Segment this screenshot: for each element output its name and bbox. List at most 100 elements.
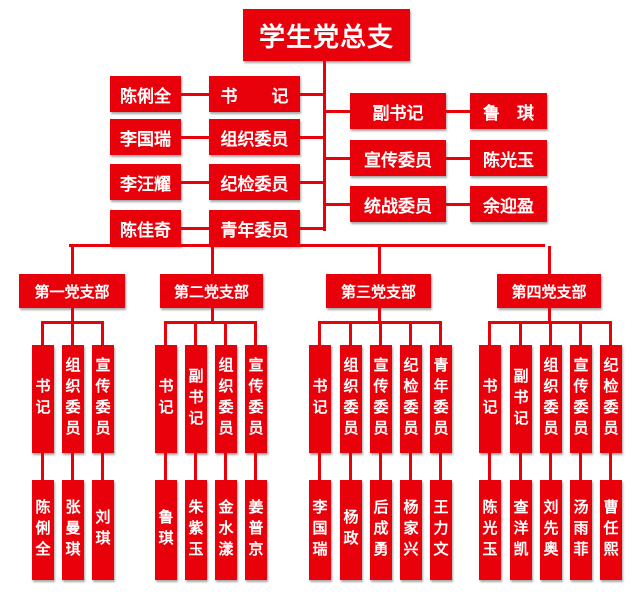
role-drop <box>71 321 74 345</box>
branch-stem <box>548 308 551 323</box>
person-box: 刘先奥 <box>540 480 562 580</box>
left-role-box: 纪检委员 <box>209 164 300 200</box>
role-box: 组织委员 <box>62 345 84 453</box>
role-drop <box>224 321 227 345</box>
left-row-link <box>181 93 209 96</box>
role-box: 宣传委员 <box>245 345 267 453</box>
person-box: 朱紫玉 <box>185 480 207 580</box>
person-box: 曹任熙 <box>600 480 622 580</box>
person-box: 汤雨菲 <box>570 480 592 580</box>
left-row-link <box>181 181 209 184</box>
person-link <box>318 453 321 480</box>
person-link <box>439 453 442 480</box>
branch-drop <box>71 246 74 274</box>
right-row-link <box>446 110 470 113</box>
person-link <box>254 453 257 480</box>
branch-drop <box>548 246 551 274</box>
branch-stem <box>377 308 381 323</box>
role-box: 宣传委员 <box>570 345 592 453</box>
person-link <box>488 453 491 480</box>
left-row-link <box>181 136 209 139</box>
trunk-line <box>323 61 326 231</box>
right-row-link <box>326 203 350 206</box>
branch-bar <box>69 244 545 247</box>
role-box: 纪检委员 <box>600 345 622 453</box>
person-link <box>71 453 74 480</box>
right-name-box: 余迎盈 <box>470 186 547 222</box>
role-drop <box>379 321 382 345</box>
person-link <box>579 453 582 480</box>
role-box: 组织委员 <box>340 345 362 453</box>
person-link <box>41 453 44 480</box>
left-row-link <box>300 93 324 96</box>
left-row-link <box>300 227 324 230</box>
left-name-box: 陈俐全 <box>110 76 181 112</box>
role-box: 书记 <box>32 345 54 453</box>
right-row-link <box>446 203 470 206</box>
left-name-box: 陈佳奇 <box>110 210 181 246</box>
person-box: 王力文 <box>430 480 452 580</box>
role-drop <box>519 321 522 345</box>
person-box: 张曼琪 <box>62 480 84 580</box>
role-box: 组织委员 <box>215 345 237 453</box>
person-box: 查洋凯 <box>510 480 532 580</box>
role-drop <box>101 321 104 345</box>
branch-sub-bar <box>164 321 257 324</box>
role-drop <box>609 321 612 345</box>
role-box: 副书记 <box>510 345 532 453</box>
role-drop <box>549 321 552 345</box>
left-name-box: 李国瑞 <box>110 119 181 155</box>
role-drop <box>439 321 442 345</box>
right-role-box: 统战委员 <box>350 186 446 222</box>
right-role-box: 宣传委员 <box>350 140 446 176</box>
role-box: 书记 <box>309 345 331 453</box>
role-box: 纪检委员 <box>400 345 422 453</box>
person-link <box>101 453 104 480</box>
role-drop <box>409 321 412 345</box>
role-drop <box>41 321 44 345</box>
role-drop <box>318 321 321 345</box>
person-link <box>409 453 412 480</box>
person-link <box>379 453 382 480</box>
role-box: 青年委员 <box>430 345 452 453</box>
left-row-link <box>300 181 324 184</box>
person-link <box>609 453 612 480</box>
person-link <box>519 453 522 480</box>
role-drop <box>349 321 352 345</box>
role-box: 宣传委员 <box>92 345 114 453</box>
left-role-box: 书 记 <box>209 76 300 112</box>
role-box: 宣传委员 <box>370 345 392 453</box>
branch-stem <box>71 308 74 323</box>
right-row-link <box>446 157 470 160</box>
right-row-link <box>326 157 350 160</box>
left-role-box: 青年委员 <box>209 210 300 246</box>
left-name-box: 李汪耀 <box>110 164 181 200</box>
person-box: 杨政 <box>340 480 362 580</box>
person-box: 鲁琪 <box>155 480 177 580</box>
role-box: 组织委员 <box>540 345 562 453</box>
person-box: 杨家兴 <box>400 480 422 580</box>
role-box: 书记 <box>155 345 177 453</box>
person-box: 陈光玉 <box>479 480 501 580</box>
role-box: 书记 <box>479 345 501 453</box>
right-role-box: 副书记 <box>350 93 446 129</box>
right-name-box: 鲁 琪 <box>470 93 547 129</box>
branch-drop <box>377 246 381 274</box>
branch-box: 第三党支部 <box>326 274 431 308</box>
role-drop <box>579 321 582 345</box>
person-box: 陈俐全 <box>32 480 54 580</box>
role-drop <box>488 321 491 345</box>
role-drop <box>194 321 197 345</box>
branch-box: 第一党支部 <box>19 274 125 308</box>
branch-drop <box>210 246 214 274</box>
right-row-link <box>326 110 350 113</box>
person-link <box>164 453 167 480</box>
branch-box: 第二党支部 <box>160 274 263 308</box>
left-row-link <box>300 136 324 139</box>
branch-box: 第四党支部 <box>497 274 601 308</box>
branch-stem <box>210 308 214 323</box>
right-name-box: 陈光玉 <box>470 140 547 176</box>
person-box: 李国瑞 <box>309 480 331 580</box>
left-role-box: 组织委员 <box>209 119 300 155</box>
person-link <box>224 453 227 480</box>
